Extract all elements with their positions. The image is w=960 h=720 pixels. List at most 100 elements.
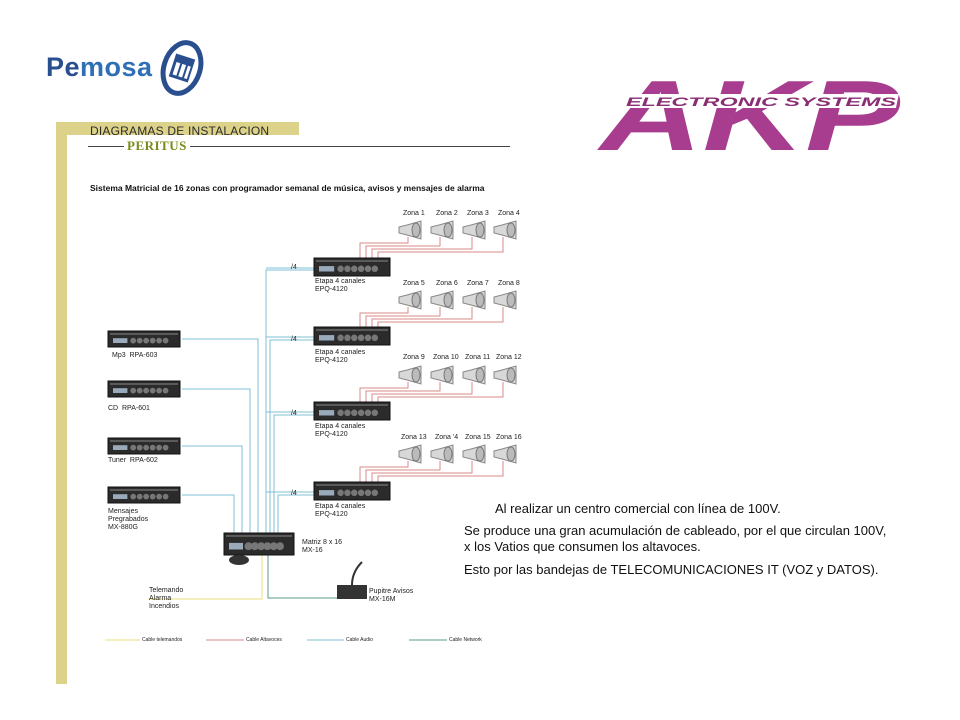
pemosa-suffix: mosa (80, 52, 153, 82)
source-label-cd: CD RPA-601 (108, 405, 150, 412)
legend-label-network: Cable Network (449, 637, 482, 643)
note-line-1: Al realizar un centro comercial con líne… (495, 501, 781, 516)
matrix-device (223, 532, 295, 556)
audio-bus-cable (269, 339, 314, 533)
legend-label-altavoces: Cable Altavoces (246, 637, 282, 643)
speaker-cable (359, 307, 409, 327)
bus-label-4: /4 (291, 490, 297, 497)
speaker-icon (462, 220, 486, 240)
amp-label-1: Etapa 4 canales EPQ-4120 (315, 278, 366, 293)
zone-label: Zona 13 (401, 434, 427, 441)
speaker-cable (371, 307, 473, 327)
note-line-2: Se produce una gran acumulación de cable… (464, 523, 887, 554)
speaker-icon (398, 444, 422, 464)
zone-label: Zona 3 (467, 210, 489, 217)
speaker-icon (462, 365, 486, 385)
speaker-icon (462, 444, 486, 464)
speaker-cable (365, 307, 441, 327)
note-line-3: Esto por las bandejas de TELECOMUNICACIO… (464, 562, 879, 577)
speaker-icon (430, 220, 454, 240)
remote-label: Telemando Alarma Incendios (149, 587, 184, 610)
bus-label-3: /4 (291, 410, 297, 417)
peritus-label: PERITUS (124, 138, 190, 154)
zone-label: Zona 16 (496, 434, 522, 441)
paging-console (337, 561, 367, 599)
amp-label-4: Etapa 4 canales EPQ-4120 (315, 503, 366, 518)
speaker-cable (377, 307, 504, 327)
audio-bus-cable (265, 269, 314, 533)
speaker-icon (430, 444, 454, 464)
legend-label-telemandos: Cable telemandos (142, 637, 183, 643)
amplifier-device (313, 481, 391, 501)
source-label-mp3: Mp3 RPA-603 (112, 352, 158, 359)
zone-label: Zona 10 (433, 354, 459, 361)
speaker-icon (398, 365, 422, 385)
peritus-rule (88, 146, 510, 147)
source-device (107, 486, 181, 504)
amplifier-device (313, 401, 391, 421)
akp-logo-subtitle: ELECTRONIC SYSTEMS (626, 95, 896, 109)
speaker-icon (398, 290, 422, 310)
speaker-icon (430, 365, 454, 385)
audio-cable (182, 388, 251, 533)
amp-label-3: Etapa 4 canales EPQ-4120 (315, 423, 366, 438)
bus-label-1: /4 (291, 264, 297, 271)
network-cable (267, 555, 337, 599)
amp-label-2: Etapa 4 canales EPQ-4120 (315, 349, 366, 364)
pemosa-prefix: Pe (46, 52, 81, 82)
akp-logo: AKP ELECTRONIC SYSTEMS (596, 70, 900, 154)
audio-cable (182, 445, 243, 533)
system-title: Sistema Matricial de 16 zonas con progra… (90, 183, 485, 193)
akp-logo-letters: AKP (596, 70, 900, 154)
speaker-cable (365, 461, 441, 482)
speaker-icon (493, 444, 517, 464)
pemosa-emblem-icon (160, 40, 204, 96)
frame-top-bar (56, 122, 299, 135)
zone-label: Zona 6 (436, 280, 458, 287)
zone-label: Zona 8 (498, 280, 520, 287)
speaker-icon (462, 290, 486, 310)
zone-label: Zona 1 (403, 210, 425, 217)
frame-vertical-bar (56, 122, 67, 684)
remote-cable (148, 555, 263, 600)
source-device (107, 437, 181, 455)
speaker-icon (493, 365, 517, 385)
zone-label: Zona 2 (436, 210, 458, 217)
speaker-cable (359, 461, 409, 482)
speaker-cable (377, 382, 504, 402)
amplifier-device (313, 257, 391, 277)
audio-cable (182, 494, 235, 533)
zone-label: Zona 5 (403, 280, 425, 287)
speaker-icon (493, 220, 517, 240)
section-title: DIAGRAMAS DE INSTALACION (90, 124, 270, 138)
speaker-cable (365, 237, 441, 258)
console-label: Pupitre Avisos MX-16M (369, 588, 414, 603)
zone-label: Zona 4 (498, 210, 520, 217)
speaker-cable (371, 237, 473, 258)
zone-label: Zona 11 (465, 354, 491, 361)
pemosa-logo-text: Pemosa (46, 52, 153, 83)
audio-cable (182, 338, 259, 533)
zone-label: Zona 15 (465, 434, 491, 441)
source-label-tuner: Tuner RPA-602 (108, 457, 158, 464)
legend-label-audio: Cable Audio (346, 637, 373, 643)
zone-label: Zona 7 (467, 280, 489, 287)
matrix-label: Matriz 8 x 16 MX-16 (302, 539, 343, 554)
audio-bus-cable (273, 414, 314, 533)
zone-label: Zona 12 (496, 354, 522, 361)
source-device (107, 330, 181, 348)
speaker-cable (359, 382, 409, 402)
source-device (107, 380, 181, 398)
audio-bus-cable (277, 494, 314, 533)
speaker-cable (377, 237, 504, 258)
speaker-icon (430, 290, 454, 310)
speaker-cable (365, 382, 441, 402)
speaker-icon (398, 220, 422, 240)
zone-label: Zona 9 (403, 354, 425, 361)
source-label-messages: Mensajes Pregrabados MX-880G (108, 508, 149, 531)
bus-label-2: /4 (291, 336, 297, 343)
speaker-cable (371, 461, 473, 482)
speaker-cable (377, 461, 504, 482)
matrix-handset (229, 555, 249, 565)
